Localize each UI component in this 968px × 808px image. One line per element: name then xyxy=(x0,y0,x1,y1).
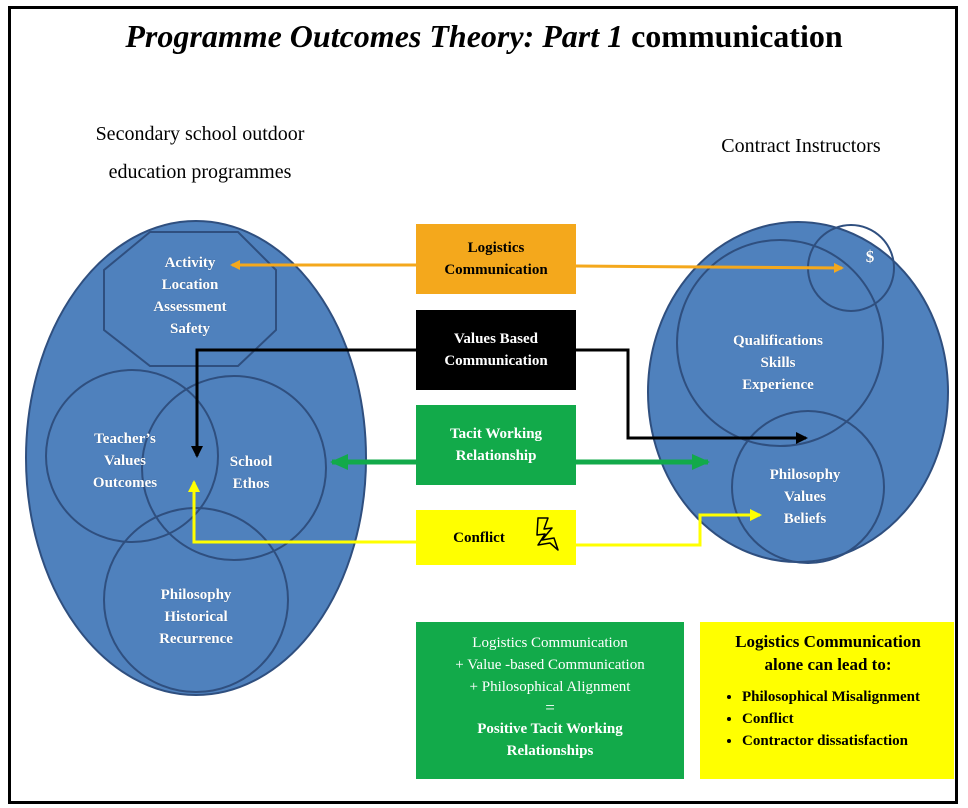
qualifications-line: Experience xyxy=(742,377,814,393)
values-line: Communication xyxy=(444,353,548,369)
teacher-line: Teacher’s xyxy=(94,431,156,447)
school-programmes-ellipse xyxy=(25,220,367,696)
note-item: Philosophical Misalignment xyxy=(742,686,944,708)
conflict-box: Conflict xyxy=(416,510,576,565)
philosophy-line: Historical xyxy=(164,609,228,625)
instructor-philosophy-line: Philosophy xyxy=(769,467,841,483)
tacit-working-relationship-box: Tacit Working Relationship xyxy=(416,405,576,485)
lightning-bolt-icon xyxy=(536,517,559,551)
instructor-philosophy-line: Values xyxy=(784,489,826,505)
philosophy-label: Philosophy Historical Recurrence xyxy=(135,584,257,650)
values-based-communication-box: Values Based Communication xyxy=(416,310,576,390)
title-italic: Programme Outcomes Theory: Part 1 xyxy=(125,18,624,54)
left-heading-line: Secondary school outdoor xyxy=(95,123,305,145)
school-line: Ethos xyxy=(232,476,270,492)
summary-line: + Philosophical Alignment xyxy=(469,679,631,695)
teacher-circle xyxy=(45,369,219,543)
summary-equals: = xyxy=(545,698,555,717)
philosophy-line: Recurrence xyxy=(159,631,233,647)
left-heading-line: education programmes xyxy=(108,161,292,183)
instructor-philosophy-label: Philosophy Values Beliefs xyxy=(746,464,864,530)
note-item: Contractor dissatisfaction xyxy=(742,730,944,752)
values-arrow-right xyxy=(576,348,808,444)
activity-line: Assessment xyxy=(153,299,227,315)
teacher-label: Teacher’s Values Outcomes xyxy=(70,428,180,494)
conflict-label: Conflict xyxy=(453,529,505,546)
tacit-line: Relationship xyxy=(455,448,537,464)
activity-line: Safety xyxy=(170,321,210,337)
values-line: Values Based xyxy=(453,331,539,347)
summary-result: Relationships xyxy=(506,743,594,759)
logistics-arrow-right xyxy=(575,262,844,273)
diagram-title: Programme Outcomes Theory: Part 1 commun… xyxy=(0,18,968,55)
instructor-philosophy-line: Beliefs xyxy=(783,511,827,527)
conflict-arrow-right xyxy=(576,509,762,547)
note-title: Logistics Communication alone can lead t… xyxy=(712,630,944,676)
school-ethos-label: School Ethos xyxy=(206,451,296,495)
activity-line: Activity xyxy=(164,255,216,271)
tacit-line: Tacit Working xyxy=(449,426,543,442)
note-item: Conflict xyxy=(742,708,944,730)
note-list: Philosophical Misalignment Conflict Cont… xyxy=(712,686,944,752)
title-bold: communication xyxy=(631,18,843,54)
qualifications-label: Qualifications Skills Experience xyxy=(718,330,838,396)
right-heading: Contract Instructors xyxy=(721,135,881,157)
teacher-line: Outcomes xyxy=(92,475,158,491)
diagram-border xyxy=(8,6,958,804)
values-arrow-left xyxy=(191,348,416,458)
instructor-philosophy-circle xyxy=(731,410,885,564)
note-title-line: alone can lead to: xyxy=(764,655,892,674)
qualifications-circle xyxy=(676,239,884,447)
philosophy-line: Philosophy xyxy=(160,587,232,603)
school-ethos-circle xyxy=(141,375,327,561)
warning-note-box: Logistics Communication alone can lead t… xyxy=(700,622,954,779)
note-title-line: Logistics Communication xyxy=(735,632,921,651)
school-line: School xyxy=(229,454,273,470)
qualifications-line: Skills xyxy=(760,355,796,371)
logistics-communication-box: Logistics Communication xyxy=(416,224,576,294)
logistics-line: Logistics xyxy=(467,240,525,256)
conflict-arrow-left xyxy=(188,480,416,544)
summary-line: Logistics Communication xyxy=(472,635,628,651)
teacher-line: Values xyxy=(104,453,146,469)
activity-label: Activity Location Assessment Safety xyxy=(130,252,250,340)
qualifications-line: Qualifications xyxy=(732,333,823,349)
logistics-line: Communication xyxy=(444,262,548,278)
money-label: $ xyxy=(865,247,875,266)
left-heading: Secondary school outdoor education progr… xyxy=(70,115,330,191)
summary-box: Logistics Communication + Value -based C… xyxy=(416,622,684,779)
historical-philosophy-circle xyxy=(103,507,289,693)
summary-result: Positive Tacit Working xyxy=(477,721,623,737)
summary-line: + Value -based Communication xyxy=(455,657,645,673)
activity-octagon xyxy=(103,231,277,367)
activity-line: Location xyxy=(161,277,219,293)
